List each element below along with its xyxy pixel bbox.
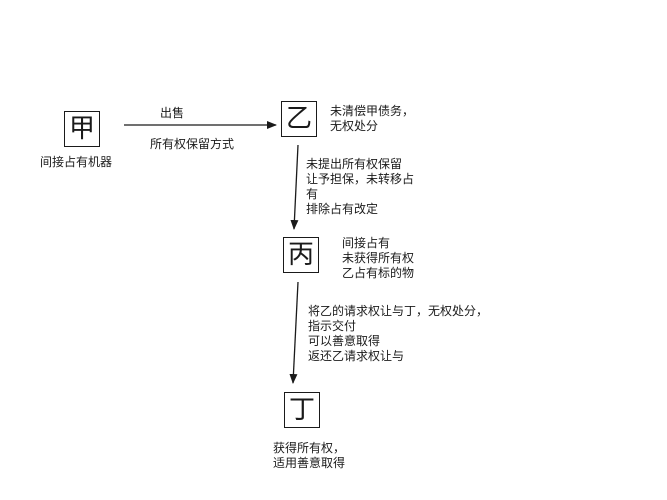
arrow-yi-to-bing [290, 144, 299, 230]
jia-note: 间接占有机器 [40, 155, 113, 169]
edge-label-bing-to-ding: 将乙的请求权让与丁，无权处分， 指示交付 可以善意取得 返还乙请求权让与 [308, 304, 489, 363]
bing-note: 间接占有 未获得所有权 乙占有标的物 [342, 236, 415, 280]
edge-label-retention-of-title: 所有权保留方式 [150, 137, 235, 151]
edge-label-yi-to-bing: 未提出所有权保留 让予担保，未转移占 有 排除占有改定 [306, 157, 415, 216]
arrow-bing-to-ding [289, 281, 299, 384]
ding-note: 获得所有权， 适用善意取得 [273, 441, 346, 470]
yi-note: 未清偿甲债务， 无权处分 [330, 104, 415, 133]
node-bing: 丙 [283, 237, 319, 273]
node-jia: 甲 [64, 111, 100, 147]
edge-label-sale: 出售 [160, 106, 185, 120]
node-ding: 丁 [284, 392, 320, 428]
node-yi: 乙 [281, 101, 317, 137]
